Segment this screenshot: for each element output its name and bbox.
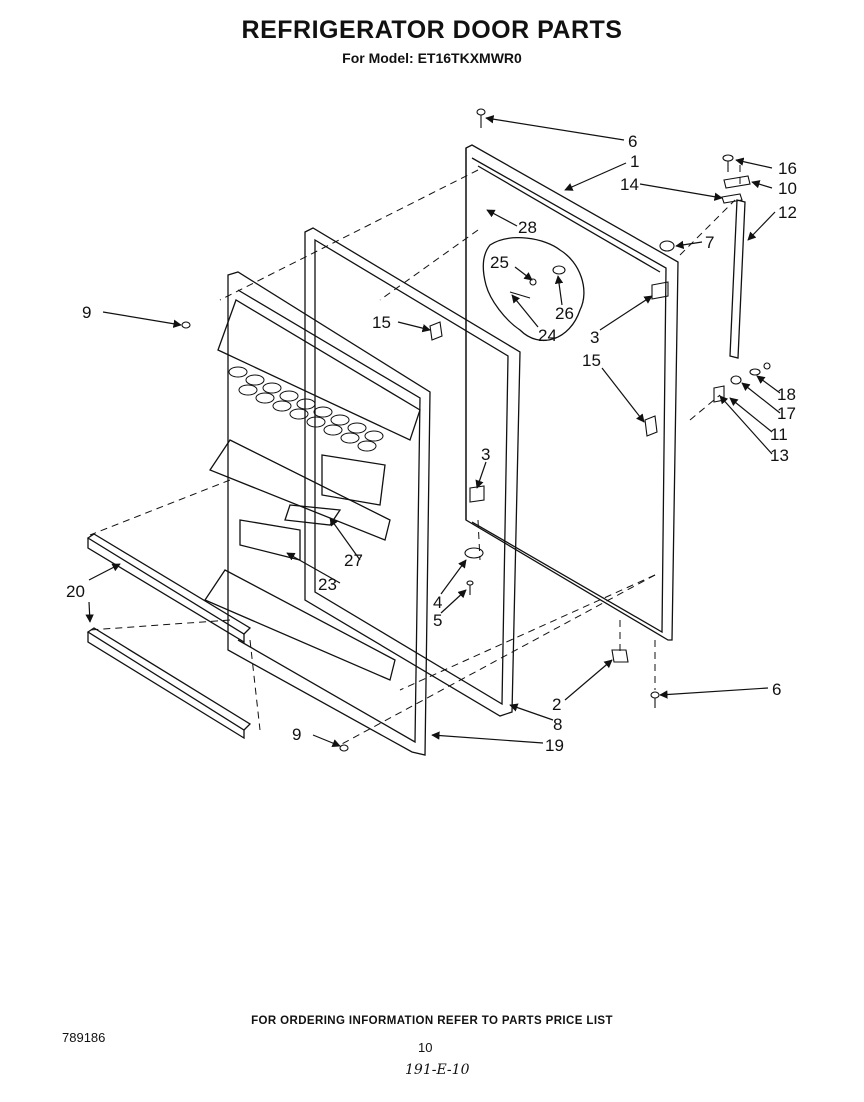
callout-6-bottom: 6 — [772, 680, 781, 699]
door-gasket — [304, 227, 521, 717]
callout-4: 4 — [433, 593, 442, 612]
callout-12: 12 — [778, 203, 797, 222]
callout-6-top: 6 — [628, 132, 637, 151]
callout-24: 24 — [538, 326, 557, 345]
outer-door-panel — [465, 144, 679, 641]
callout-9-top: 9 — [82, 303, 91, 322]
callout-1: 1 — [630, 152, 639, 171]
door-liner — [204, 271, 431, 756]
handwritten-note: 191-E-10 — [405, 1062, 470, 1078]
callout-13: 13 — [770, 446, 789, 465]
callout-14: 14 — [620, 175, 639, 194]
callout-3-right: 3 — [590, 328, 599, 347]
model-subtitle: For Model: ET16TKXMWR0 — [342, 50, 522, 66]
callout-2: 2 — [552, 695, 561, 714]
callout-5: 5 — [433, 611, 442, 630]
callout-7: 7 — [705, 233, 714, 252]
page-title: REFRIGERATOR DOOR PARTS — [241, 16, 623, 44]
page-number: 10 — [418, 1040, 433, 1055]
callout-18: 18 — [777, 385, 796, 404]
door-stop-bar — [729, 199, 746, 359]
callout-20: 20 — [66, 582, 85, 601]
callout-23: 23 — [318, 575, 337, 594]
callout-17: 17 — [777, 404, 796, 423]
egg-tray-holes — [228, 366, 384, 452]
callout-8: 8 — [553, 715, 562, 734]
callout-labels: 6 1 16 14 10 12 28 7 25 26 24 3 9 15 15 … — [66, 132, 797, 755]
document-number: 789186 — [62, 1030, 106, 1045]
callout-15-gasket: 15 — [372, 313, 391, 332]
shelf-bars — [86, 533, 252, 740]
assembly-dashed-lines — [89, 165, 741, 746]
callout-3-left: 3 — [481, 445, 490, 464]
hardware — [181, 108, 771, 752]
callout-27: 27 — [344, 551, 363, 570]
callout-28: 28 — [518, 218, 537, 237]
cutaway-detail — [482, 237, 585, 341]
ordering-note: FOR ORDERING INFORMATION REFER TO PARTS … — [251, 1015, 613, 1027]
callout-19: 19 — [545, 736, 564, 755]
callout-11: 11 — [770, 425, 788, 444]
callout-16: 16 — [778, 159, 797, 178]
callout-26: 26 — [555, 304, 574, 323]
callout-10: 10 — [778, 179, 797, 198]
callout-9-bottom: 9 — [292, 725, 301, 744]
callout-25: 25 — [490, 253, 509, 272]
callout-15-panel: 15 — [582, 351, 601, 370]
leader-lines — [85, 115, 781, 748]
